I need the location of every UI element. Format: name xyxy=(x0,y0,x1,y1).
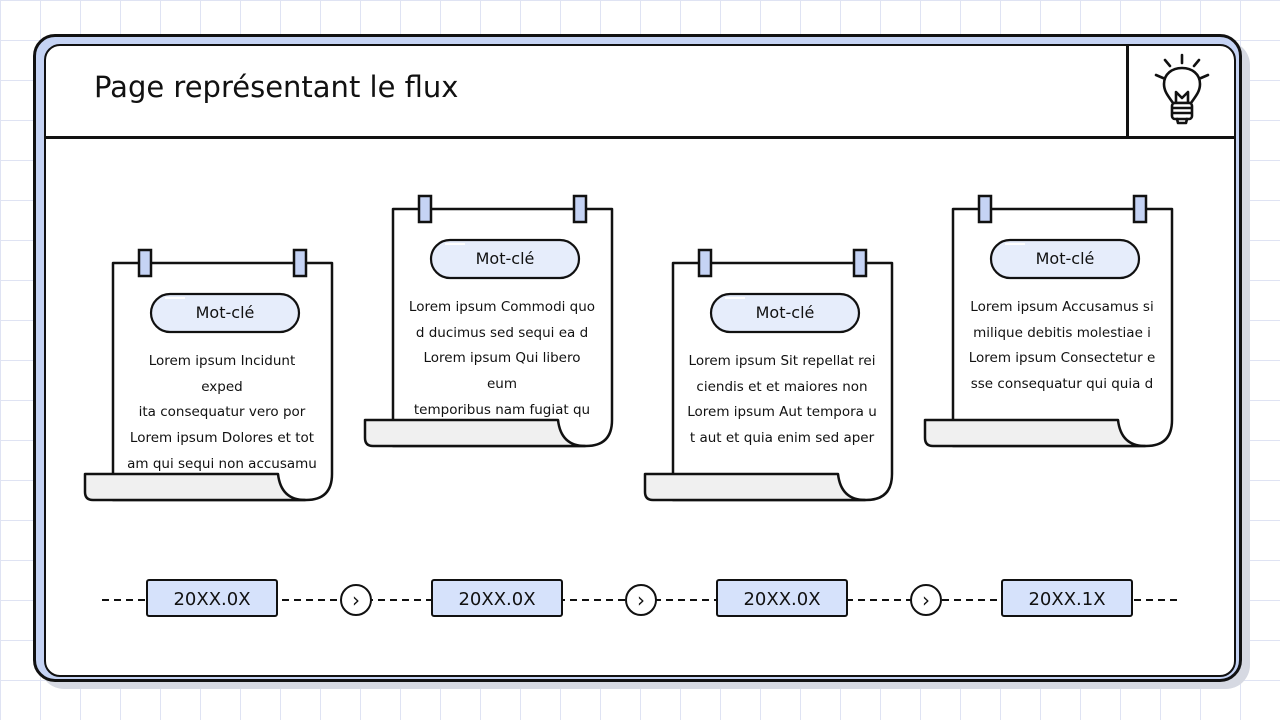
keyword-pill xyxy=(989,238,1141,280)
note-text-line: Lorem ipsum Consectetur e xyxy=(968,350,1156,367)
keyword-pill xyxy=(149,292,301,334)
note-text-line: Lorem ipsum Sit repellat rei xyxy=(688,353,876,369)
page-title: Page représentant le flux xyxy=(94,70,459,104)
note-text-line: ita consequatur vero por xyxy=(138,404,306,421)
note-text-line: Lorem ipsum Accusamus si xyxy=(970,299,1154,315)
lightbulb-icon xyxy=(1154,53,1210,125)
note-tab xyxy=(977,194,993,224)
note-curl xyxy=(643,472,867,502)
note-keyword: Mot-clé xyxy=(755,303,815,322)
note-text-line: sse consequatur qui quia d xyxy=(970,376,1154,393)
note-card xyxy=(923,194,1174,448)
note-text-line: Lorem ipsum Aut tempora u xyxy=(687,404,877,421)
note-text-line: Lorem ipsum Incidunt exped xyxy=(148,353,296,395)
header-vertical-divider xyxy=(1126,46,1129,138)
timeline-date: 20XX.0X xyxy=(716,579,848,617)
note-text-line: ciendis et et maiores non xyxy=(696,378,868,395)
note-text-line: t aut et quia enim sed aper xyxy=(689,430,875,447)
note-card xyxy=(643,248,894,502)
note-text-line: Lorem ipsum Commodi quo xyxy=(408,299,596,315)
note-tab xyxy=(417,194,433,224)
note-text-line: Lorem ipsum Dolores et tot xyxy=(129,430,315,447)
chevron-right-icon: › xyxy=(910,584,942,616)
note-text: Lorem ipsum Incidunt exped ita consequatu… xyxy=(127,349,317,478)
note-text: Lorem ipsum Commodi quo d ducimus sed seq… xyxy=(407,295,597,424)
timeline-date: 20XX.1X xyxy=(1001,579,1133,617)
note-curl xyxy=(363,418,587,448)
note-text-line: am qui sequi non accusamu xyxy=(127,455,317,472)
keyword-pill xyxy=(429,238,581,280)
note-tab xyxy=(697,248,713,278)
note-keyword: Mot-clé xyxy=(475,249,535,268)
header-divider-line xyxy=(46,136,1234,139)
note-tab xyxy=(137,248,153,278)
keyword-pill xyxy=(709,292,861,334)
note-text-line: milique debitis molestiae i xyxy=(973,324,1151,341)
note-text-line: temporibus nam fugiat qu xyxy=(413,401,591,418)
note-card xyxy=(363,194,614,448)
note-tab xyxy=(1132,194,1148,224)
note-tab xyxy=(852,248,868,278)
note-text: Lorem ipsum Accusamus si milique debitis … xyxy=(967,295,1157,398)
note-text: Lorem ipsum Sit repellat rei ciendis et e… xyxy=(687,349,877,452)
note-tab xyxy=(292,248,308,278)
note-curl xyxy=(923,418,1147,448)
timeline-date: 20XX.0X xyxy=(146,579,278,617)
note-text-line: d ducimus sed sequi ea d xyxy=(415,324,589,341)
note-keyword: Mot-clé xyxy=(195,303,255,322)
note-tab xyxy=(572,194,588,224)
chevron-right-icon: › xyxy=(625,584,657,616)
note-keyword: Mot-clé xyxy=(1035,249,1095,268)
note-card xyxy=(83,248,334,502)
note-curl xyxy=(83,472,307,502)
timeline-date: 20XX.0X xyxy=(431,579,563,617)
chevron-right-icon: › xyxy=(340,584,372,616)
note-text-line: Lorem ipsum Qui libero eum xyxy=(423,350,581,393)
